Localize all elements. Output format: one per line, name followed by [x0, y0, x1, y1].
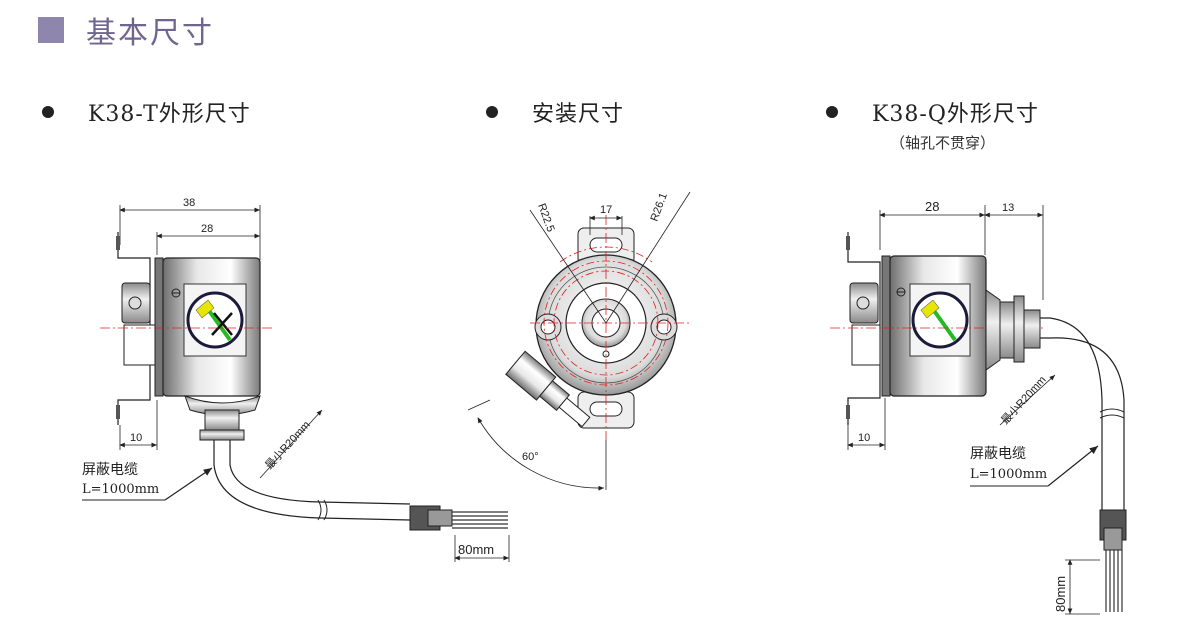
dim-flange: 10: [130, 432, 142, 444]
cable-label-1: 屏蔽电缆: [82, 462, 138, 478]
cable-label-q-1: 屏蔽电缆: [970, 446, 1026, 462]
dim-center: 17: [600, 204, 612, 216]
section-mount: 安装尺寸: [486, 96, 624, 128]
bullet-icon: [826, 106, 838, 118]
bend-radius-q: 最小R20mm: [999, 373, 1049, 427]
section-title-mount: 安装尺寸: [532, 102, 625, 127]
dim-r-right: R26.1: [649, 191, 670, 223]
dim-shaft-q: 13: [1002, 202, 1014, 214]
lead-length: 80mm: [458, 542, 494, 557]
cable-label-2: L=1000mm: [82, 482, 159, 497]
logo-icon: [920, 299, 957, 342]
dim-angle: 60°: [522, 451, 539, 463]
section-k38q: K38-Q外形尺寸: [826, 96, 1039, 128]
header-square-icon: [38, 17, 64, 43]
lead-length-q: 80mm: [1053, 576, 1068, 612]
section-title-k38t: K38-T外形尺寸: [88, 102, 251, 127]
section-k38t: K38-T外形尺寸: [42, 96, 251, 128]
dim-r-left: R22.5: [535, 202, 556, 234]
bend-radius: 最小R20mm: [263, 418, 313, 472]
section-header: 基本尺寸: [38, 10, 214, 51]
dim-flange-q: 10: [858, 432, 870, 444]
bullet-icon: [486, 106, 498, 118]
cable-label-q-2: L=1000mm: [970, 467, 1047, 482]
drawing-k38q: 28 13 10: [830, 199, 1127, 615]
page-title: 基本尺寸: [86, 16, 214, 51]
logo-icon: [195, 299, 233, 342]
drawing-k38t: 38 28 10: [82, 197, 510, 562]
dim-width-total: 38: [183, 197, 195, 209]
dim-width-body: 28: [201, 223, 213, 235]
bullet-icon: [42, 106, 54, 118]
drawing-mount: R22.5 R26.1 17 60°: [467, 191, 691, 491]
section-title-k38q: K38-Q外形尺寸: [872, 102, 1039, 127]
dim-width-body-q: 28: [925, 199, 939, 214]
section-subtitle-k38q: （轴孔不贯穿）: [890, 134, 996, 152]
